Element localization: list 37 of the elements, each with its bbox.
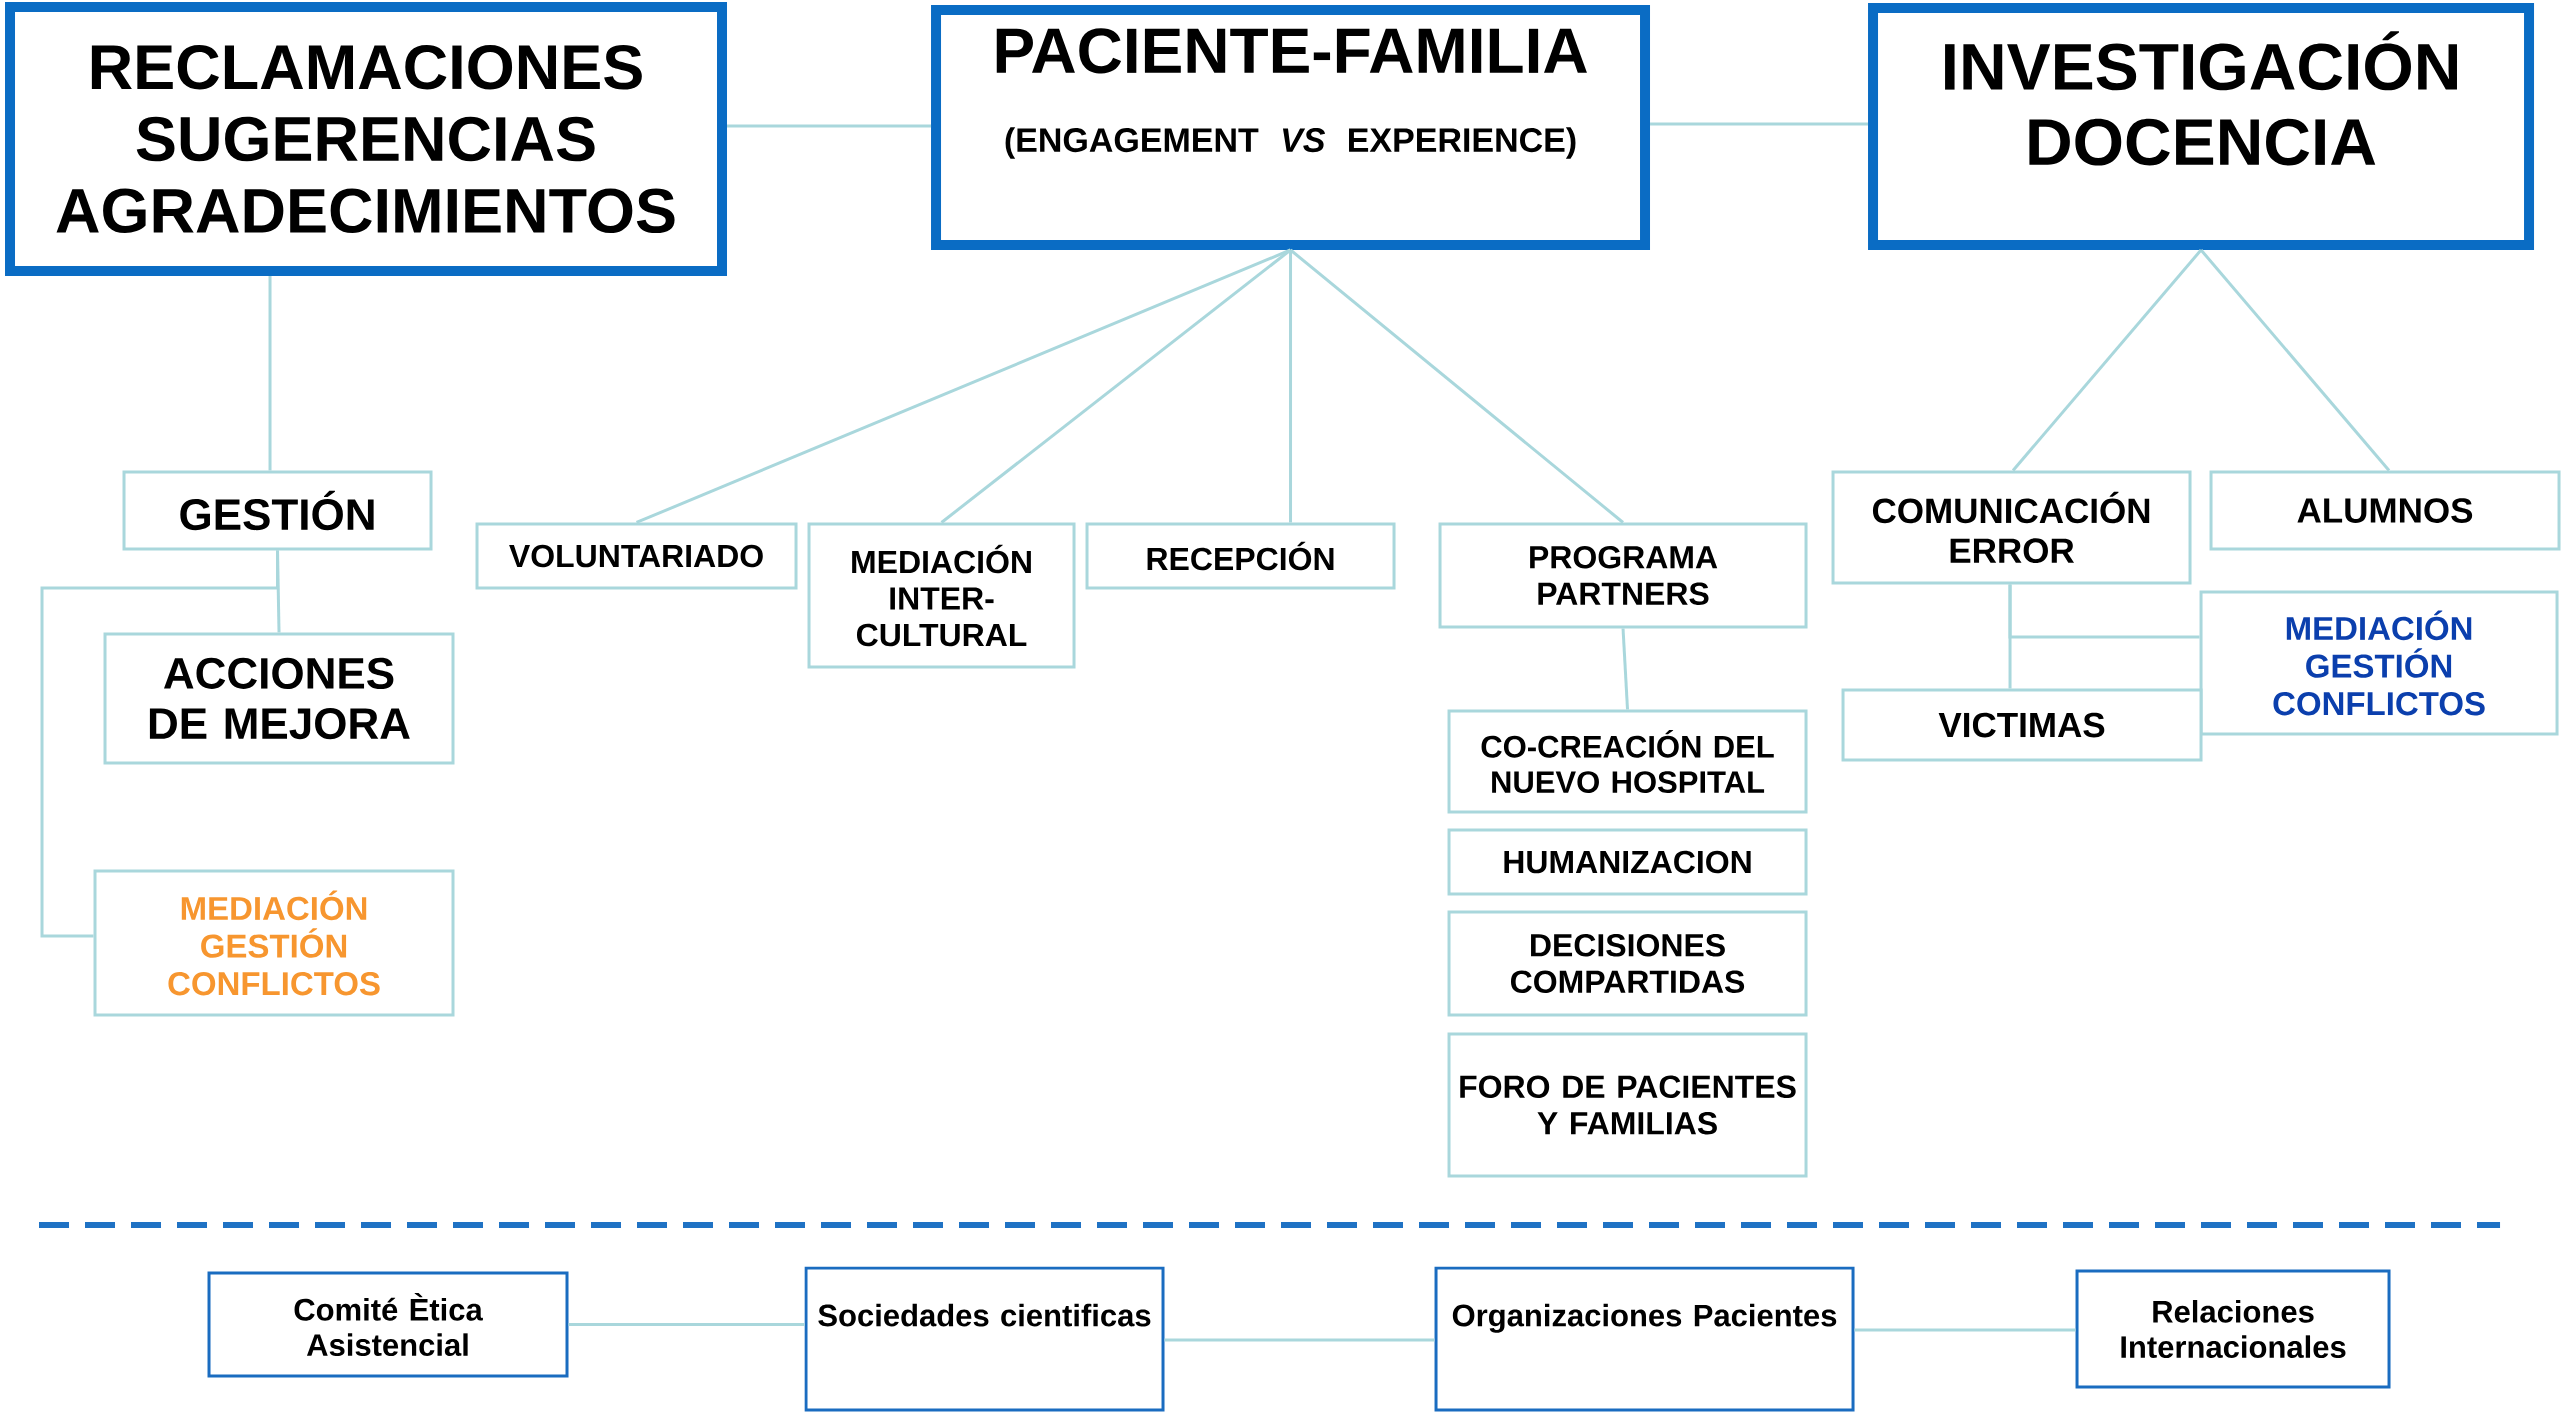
topic-box: ACCIONES DE MEJORA (103, 632, 455, 765)
organization-box: Sociedades cientificas (804, 1266, 1165, 1412)
topic-box: FORO DE PACIENTES Y FAMILIAS (1447, 1032, 1808, 1178)
connector-line (568, 1323, 805, 1326)
topic-box: HUMANIZACION (1447, 828, 1808, 896)
header-box: PACIENTE-FAMILIA (ENGAGEMENT VS EXPERIENCE) (931, 5, 1650, 250)
connector-line (727, 124, 932, 128)
topic-box: VOLUNTARIADO (475, 522, 798, 590)
connector-line (2199, 249, 2391, 472)
connector-line (1164, 1338, 1435, 1342)
connector-line (2008, 584, 2200, 639)
connector-line (1289, 248, 1624, 524)
organization-box: Organizaciones Pacientes (1434, 1266, 1855, 1412)
topic-box: PROGRAMA PARTNERS (1438, 522, 1808, 629)
topic-box: GESTIÓN (122, 470, 433, 551)
topic-box: MEDIACIÓN INTER-CULTURAL (807, 522, 1076, 669)
topic-box: CO-CREACIÓN DEL NUEVO HOSPITAL (1447, 709, 1808, 814)
connector-line (1854, 1328, 2076, 1332)
connector-line (268, 276, 272, 471)
topic-box: RECEPCIÓN (1085, 522, 1396, 590)
header-box: INVESTIGACIÓN DOCENCIA (1868, 3, 2535, 250)
connector-line (1289, 250, 1293, 523)
topic-box: MEDIACIÓN GESTIÓN CONFLICTOS (93, 869, 455, 1017)
topic-box: MEDIACIÓN GESTIÓN CONFLICTOS (2199, 590, 2559, 736)
header-box: RECLAMACIONES SUGERENCIAS AGRADECIMIENTOS (5, 2, 727, 276)
connector-line (1650, 122, 1869, 126)
topic-box: VICTIMAS (1841, 688, 2203, 762)
organization-box: Relaciones Internacionales (2075, 1269, 2391, 1389)
topic-box: COMUNICACIÓN ERROR (1831, 470, 2192, 585)
connector-line (940, 248, 1292, 524)
connector-line (40, 550, 279, 938)
connector-line (635, 248, 1292, 524)
topic-box: ALUMNOS (2209, 470, 2561, 551)
topic-box: DECISIONES COMPARTIDAS (1447, 910, 1808, 1017)
connector-line (1621, 628, 1629, 710)
connector-line (2011, 249, 2203, 472)
organization-box: Comité Ètica Asistencial (207, 1271, 569, 1378)
